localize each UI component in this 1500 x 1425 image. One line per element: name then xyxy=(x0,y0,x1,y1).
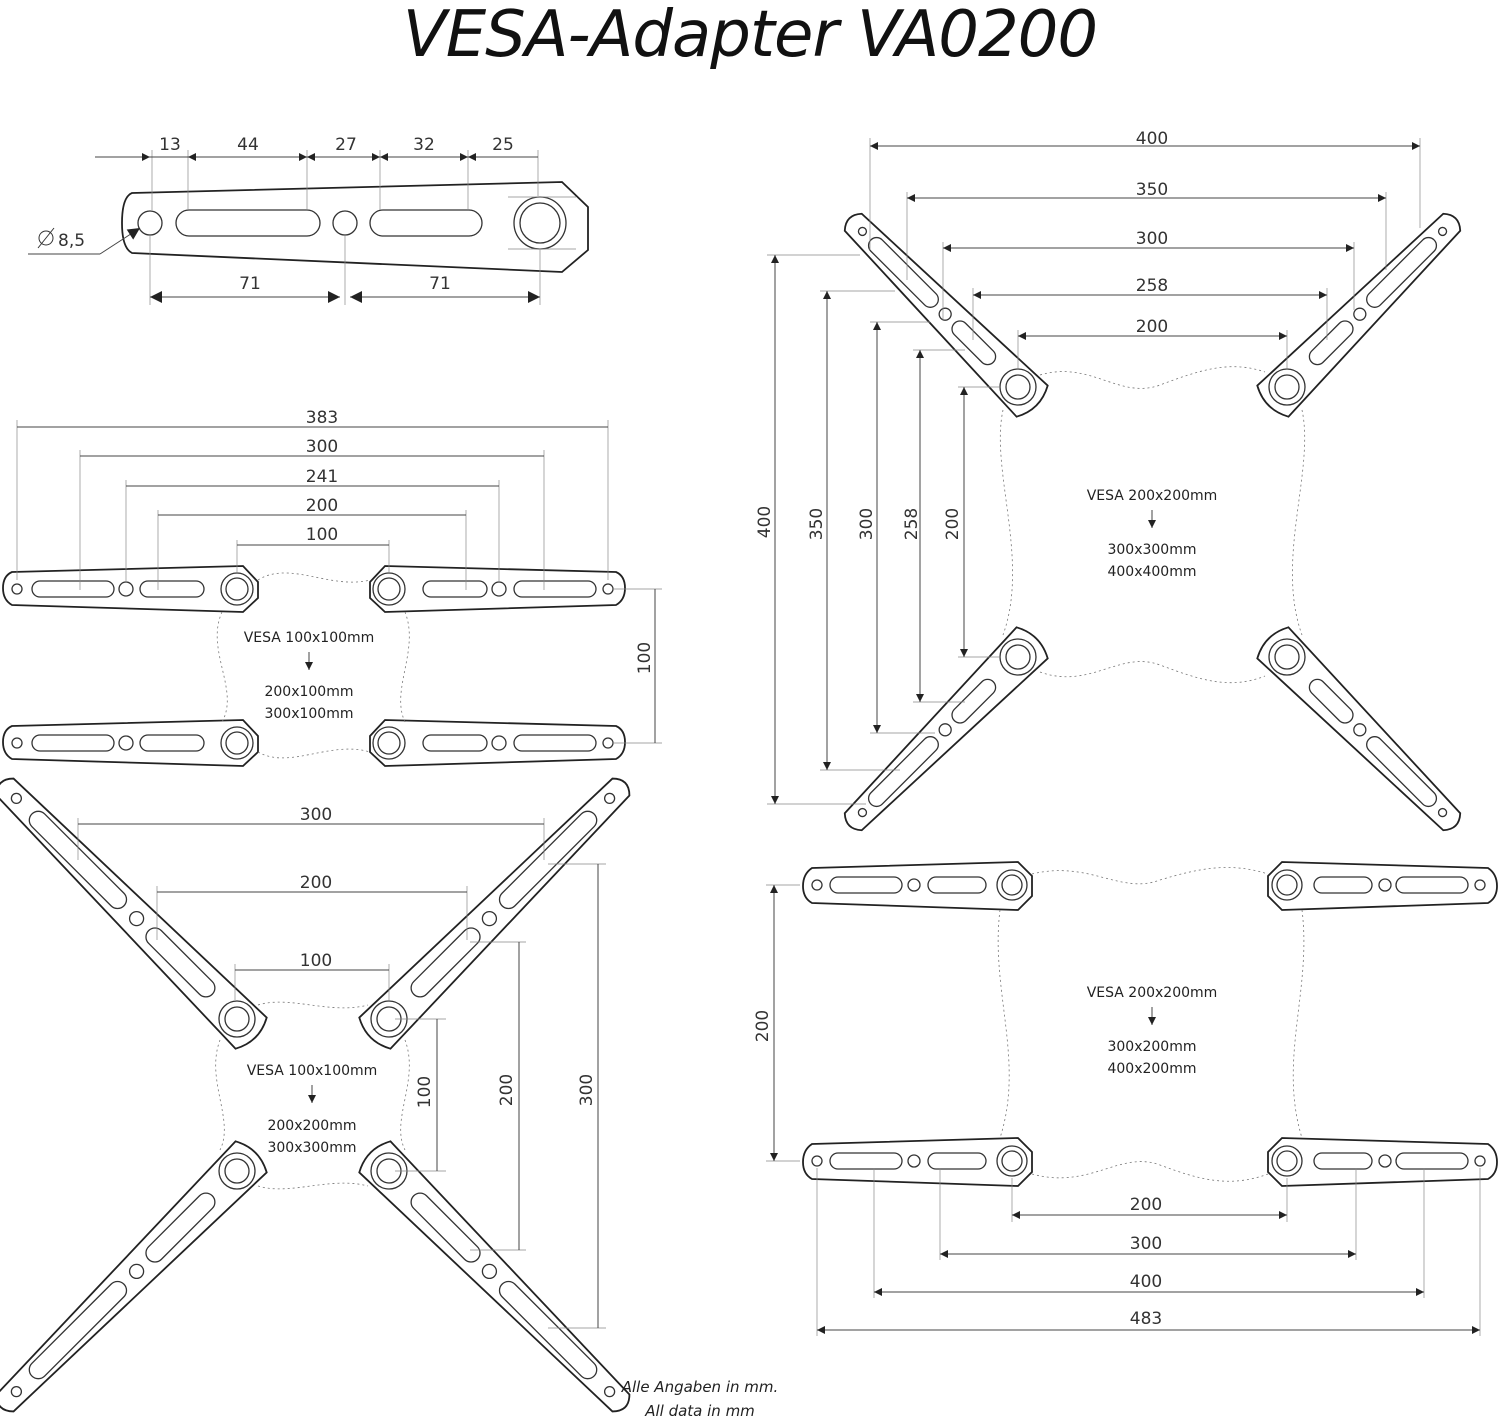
dim-height-200: 200 xyxy=(943,508,963,540)
layout-200-cross: 400 350 300 258 200 400 350 300 258 xyxy=(755,129,1462,832)
vesa-label: VESA 100x100mm xyxy=(247,1063,378,1079)
dim-300: 300 xyxy=(300,805,332,825)
dim-241: 241 xyxy=(306,467,338,487)
diameter-icon xyxy=(37,227,55,249)
arm-ne xyxy=(358,777,631,1050)
arm-bottom-left xyxy=(802,1137,1033,1187)
arm-top-left xyxy=(802,861,1033,911)
dim-300: 300 xyxy=(1130,1234,1162,1254)
dim-height-400: 400 xyxy=(755,506,775,538)
dim-300: 300 xyxy=(306,437,338,457)
alt-label-2: 400x200mm xyxy=(1107,1061,1196,1077)
dim-height-100: 100 xyxy=(635,642,655,674)
dim-300: 300 xyxy=(1136,229,1168,249)
dim-483: 483 xyxy=(1130,1309,1162,1329)
layout-100-horizontal: 383 300 241 200 100 100 VESA 100x100mm 2… xyxy=(2,408,662,767)
arm-top-right xyxy=(369,565,626,613)
alt-label-2: 400x400mm xyxy=(1107,564,1196,580)
dim-height-100: 100 xyxy=(415,1076,435,1108)
dim-100: 100 xyxy=(300,951,332,971)
dim-13: 13 xyxy=(159,135,181,155)
arm-sw xyxy=(843,626,1049,832)
arm-bottom-left xyxy=(2,719,259,767)
dim-height-200: 200 xyxy=(497,1074,517,1106)
alt-label-2: 300x100mm xyxy=(264,706,353,722)
hole-diameter-label: 8,5 xyxy=(58,231,85,251)
dim-200: 200 xyxy=(1130,1195,1162,1215)
alt-label-1: 200x100mm xyxy=(264,684,353,700)
alt-label-1: 300x200mm xyxy=(1107,1039,1196,1055)
dim-200: 200 xyxy=(306,496,338,516)
dim-71-right: 71 xyxy=(429,274,451,294)
big-hole xyxy=(513,196,567,250)
slot xyxy=(369,209,483,237)
dim-height-300: 300 xyxy=(857,508,877,540)
mounting-hole xyxy=(332,210,358,236)
dim-400: 400 xyxy=(1130,1272,1162,1292)
alt-label-1: 300x300mm xyxy=(1107,542,1196,558)
mounting-hole xyxy=(137,210,163,236)
arm-nw xyxy=(0,777,268,1050)
arm-sw xyxy=(0,1140,268,1413)
arm-detail: 13 44 27 32 25 71 71 8,5 xyxy=(28,135,589,305)
vesa-label: VESA 200x200mm xyxy=(1087,488,1218,504)
dim-height-300: 300 xyxy=(577,1074,597,1106)
layout-200-horizontal: 200 200 300 400 483 VESA 200x200mm 300x2… xyxy=(753,861,1498,1336)
dim-25: 25 xyxy=(492,135,514,155)
slot xyxy=(175,209,321,237)
dim-height-350: 350 xyxy=(807,508,827,540)
dim-height-200: 200 xyxy=(753,1010,773,1042)
dim-400: 400 xyxy=(1136,129,1168,149)
dim-100: 100 xyxy=(306,525,338,545)
dim-200: 200 xyxy=(300,873,332,893)
alt-label-2: 300x300mm xyxy=(267,1140,356,1156)
arm-se xyxy=(1256,626,1462,832)
dim-71-left: 71 xyxy=(239,274,261,294)
footer-german: Alle Angaben in mm. xyxy=(621,1378,779,1396)
dim-27: 27 xyxy=(335,135,357,155)
dim-350: 350 xyxy=(1136,180,1168,200)
arm-top-right xyxy=(1267,861,1498,911)
footer-english: All data in mm xyxy=(645,1402,755,1420)
big-hole-inner xyxy=(519,202,561,244)
arm-bottom-right xyxy=(369,719,626,767)
vesa-label: VESA 200x200mm xyxy=(1087,985,1218,1001)
alt-label-1: 200x200mm xyxy=(267,1118,356,1134)
page-title: VESA-Adapter VA0200 xyxy=(402,0,1098,72)
arm-ne xyxy=(1256,212,1462,418)
dim-258: 258 xyxy=(1136,276,1168,296)
layout-100-cross: 300 200 100 100 200 300 VESA 100x100mm 2… xyxy=(0,777,631,1413)
arm-outline xyxy=(121,181,589,273)
dim-32: 32 xyxy=(413,135,435,155)
dim-44: 44 xyxy=(237,135,259,155)
vesa-label: VESA 100x100mm xyxy=(244,630,375,646)
dim-height-258: 258 xyxy=(902,508,922,540)
arm-top-left xyxy=(2,565,259,613)
dim-200: 200 xyxy=(1136,317,1168,337)
arm-se xyxy=(358,1140,631,1413)
arm-bottom-right xyxy=(1267,1137,1498,1187)
arm-nw xyxy=(843,212,1049,418)
dim-383: 383 xyxy=(306,408,338,428)
